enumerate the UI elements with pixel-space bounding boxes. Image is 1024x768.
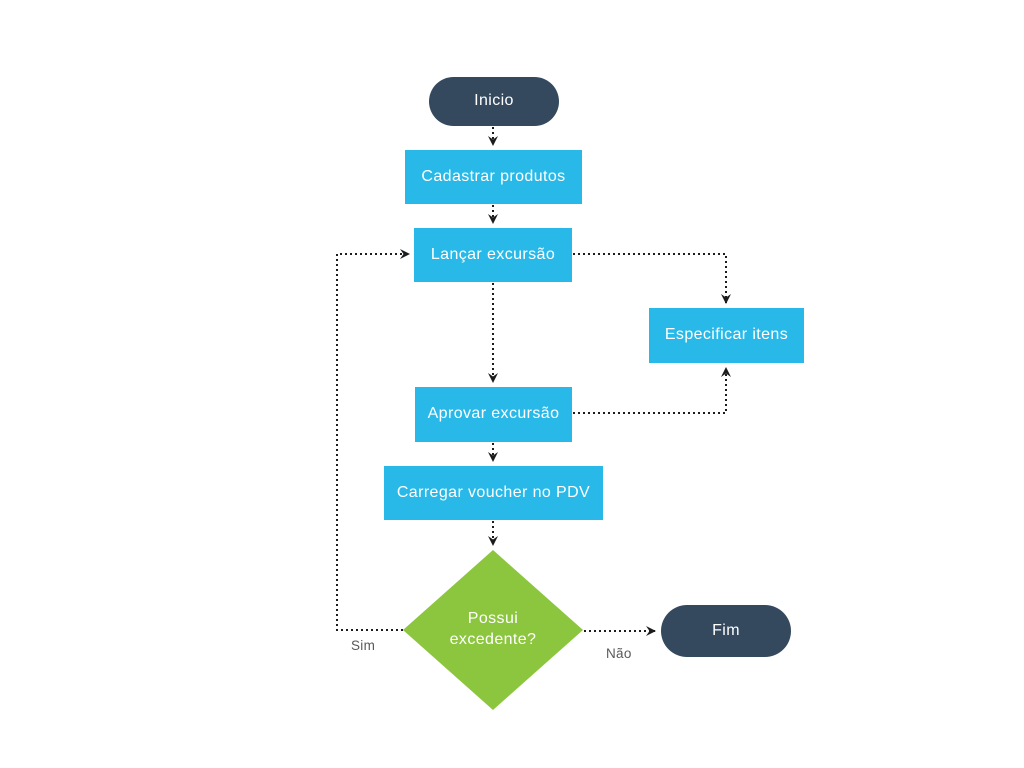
node-inicio-label: Inicio [474,92,514,110]
edge-possui-to-lancar-sim [336,249,410,631]
node-aprovar-excursao[interactable]: Aprovar excursão [415,387,572,442]
node-possui-excedente[interactable]: Possui excedente? [403,550,583,710]
node-fim[interactable]: Fim [661,605,791,657]
node-fim-label: Fim [712,621,740,639]
node-lancar-excursao-label: Lançar excursão [430,245,556,263]
node-possui-excedente-label: Possui excedente? [449,610,537,648]
node-inicio[interactable]: Inicio [429,77,559,126]
edge-aprovar-to-especificar [573,367,731,414]
edge-label-nao: Não [606,646,632,661]
node-especificar-itens[interactable]: Especificar itens [649,308,804,363]
node-carregar-voucher[interactable]: Carregar voucher no PDV [384,466,603,520]
edge-lancar-to-especificar [573,253,731,304]
node-cadastrar-produtos[interactable]: Cadastrar produtos [405,150,582,204]
node-lancar-excursao[interactable]: Lançar excursão [414,228,572,282]
node-cadastrar-produtos-label: Cadastrar produtos [421,167,566,185]
node-carregar-voucher-label: Carregar voucher no PDV [396,483,591,501]
edge-label-sim: Sim [351,638,376,653]
node-especificar-itens-label: Especificar itens [664,326,789,344]
node-aprovar-excursao-label: Aprovar excursão [427,405,560,423]
